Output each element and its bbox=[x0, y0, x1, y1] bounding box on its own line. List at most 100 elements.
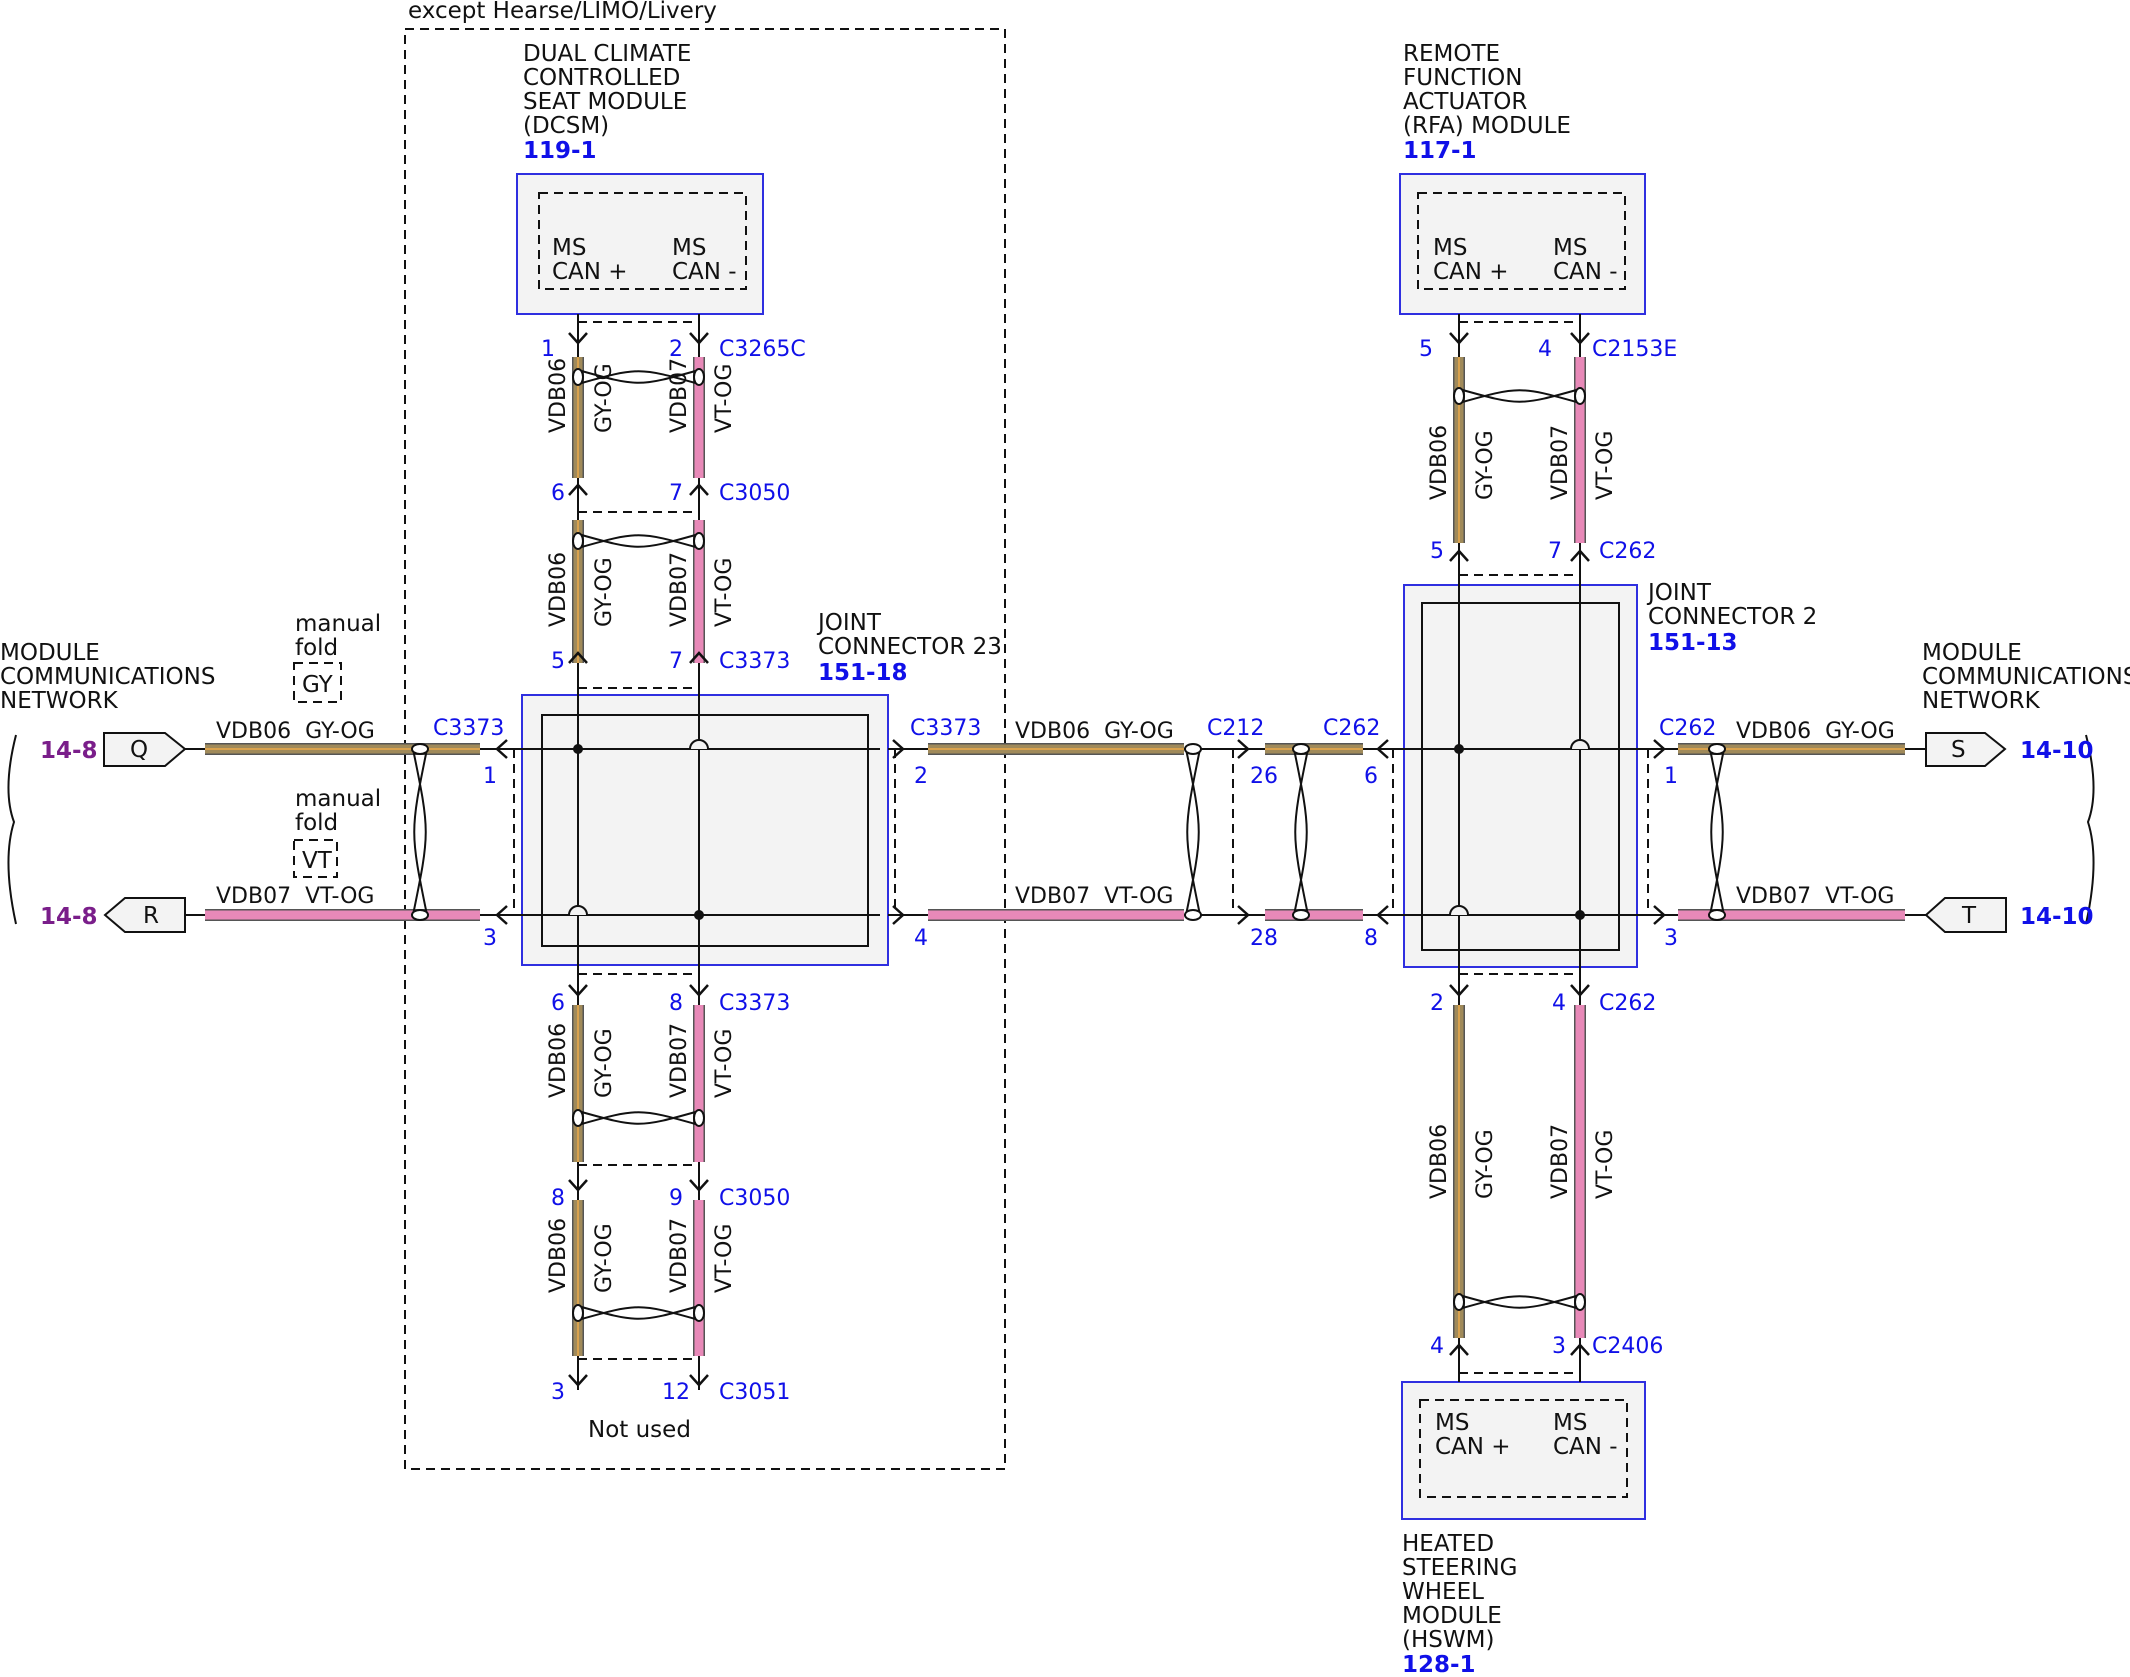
jc2-name-line-1: JOINT bbox=[1646, 580, 1712, 606]
twisted-pair bbox=[577, 369, 700, 384]
joint-connector-2: JOINT CONNECTOR 2 151-13 bbox=[1403, 580, 1817, 968]
network-right-ref-s[interactable]: 14-10 bbox=[2020, 738, 2094, 764]
wire-label-vt-og: VT-OG bbox=[712, 364, 737, 433]
rfa-hswm-wire-labels: VDB06 GY-OG VDB07 VT-OG VDB06 GY-OG VDB0… bbox=[1427, 425, 1618, 1199]
twisted-pair-end bbox=[1453, 387, 1465, 405]
connector-arrow-up bbox=[568, 651, 588, 664]
twisted-pair bbox=[1186, 748, 1201, 916]
connector-arrow-left bbox=[495, 905, 508, 925]
wire-label-vt-og: VT-OG bbox=[712, 1224, 737, 1293]
pin-3: 3 bbox=[1552, 1334, 1566, 1359]
connector-brackets bbox=[513, 321, 1649, 1374]
twisted-pair-end bbox=[572, 368, 584, 386]
wire-label-vt-og: VT-OG bbox=[1593, 1130, 1618, 1199]
twisted-pair-end bbox=[411, 743, 429, 755]
network-left-ref-q[interactable]: 14-8 bbox=[40, 738, 98, 764]
network-right-title-line-1: MODULE bbox=[1922, 640, 2022, 666]
flag-r[interactable] bbox=[103, 897, 186, 933]
pin-1: 1 bbox=[483, 764, 497, 789]
twisted-pair-end bbox=[1292, 743, 1310, 755]
network-left-title-line-3: NETWORK bbox=[0, 688, 119, 714]
twisted-pair-end bbox=[1708, 743, 1726, 755]
rfa-module: REMOTE FUNCTION ACTUATOR (RFA) MODULE 11… bbox=[1399, 41, 1646, 315]
wire-label-vt-og: VT-OG bbox=[1593, 431, 1618, 500]
dcsm-pin-b-line-1: MS bbox=[672, 235, 706, 261]
hswm-pin-b-line-1: MS bbox=[1553, 1410, 1587, 1436]
jc23-ref: 151-18 bbox=[818, 660, 908, 686]
pin-3: 3 bbox=[551, 1380, 565, 1405]
pin-6: 6 bbox=[551, 991, 565, 1016]
wire-label-vdb06: VDB06 bbox=[546, 552, 571, 627]
connector-arrow-down bbox=[568, 1179, 588, 1192]
manual-fold-gy-code: GY bbox=[302, 672, 334, 698]
hswm-name-line-3: WHEEL bbox=[1402, 1579, 1484, 1605]
pin-5: 5 bbox=[1430, 539, 1444, 564]
wire-label-vdb06: VDB06 bbox=[1427, 425, 1452, 500]
manual-fold-vt: manual fold VT bbox=[293, 786, 381, 878]
manual-fold-gy: manual fold GY bbox=[293, 611, 381, 703]
twisted-pair-end bbox=[572, 532, 584, 550]
pin-26: 26 bbox=[1250, 764, 1278, 789]
network-right-title-line-2: COMMUNICATIONS bbox=[1922, 664, 2130, 690]
connector-c3373-right: C3373 bbox=[910, 716, 981, 741]
flag-t-label: T bbox=[1961, 903, 1977, 929]
twisted-pair bbox=[577, 1111, 700, 1126]
not-used-label: Not used bbox=[588, 1417, 691, 1443]
connector-arrow-right bbox=[1237, 739, 1250, 759]
wire-label-vdb07-vt-og-right: VDB07 VT-OG bbox=[1736, 884, 1894, 909]
connector-arrow-down bbox=[1570, 332, 1590, 345]
variant-label: except Hearse/LIMO/Livery bbox=[408, 0, 717, 24]
wire-label-vdb06-gy-og-right: VDB06 GY-OG bbox=[1736, 719, 1895, 744]
network-right: MODULE COMMUNICATIONS NETWORK 14-10 14-1… bbox=[1922, 640, 2130, 933]
wire-label-vdb07: VDB07 bbox=[667, 1023, 692, 1098]
horizontal-wires bbox=[185, 743, 1926, 921]
rfa-name-line-2: FUNCTION bbox=[1403, 65, 1522, 91]
network-right-ref-t[interactable]: 14-10 bbox=[2020, 904, 2094, 930]
connector-arrow-right bbox=[892, 739, 905, 759]
network-right-title-line-3: NETWORK bbox=[1922, 688, 2041, 714]
connector-arrow-down bbox=[689, 332, 709, 345]
connector-c212: C212 bbox=[1207, 716, 1264, 741]
flag-s[interactable] bbox=[1925, 732, 2007, 767]
flag-q[interactable] bbox=[103, 732, 187, 767]
horizontal-wire-labels: VDB06 GY-OG VDB07 VT-OG VDB06 GY-OG VDB0… bbox=[216, 719, 1895, 909]
hswm-pin-a-line-1: MS bbox=[1435, 1410, 1469, 1436]
wire-label-vdb07: VDB07 bbox=[1548, 1124, 1573, 1199]
network-left-title-line-1: MODULE bbox=[0, 640, 100, 666]
network-left-ref-r[interactable]: 14-8 bbox=[40, 904, 98, 930]
wire-label-vdb07-vt-og-left: VDB07 VT-OG bbox=[216, 884, 374, 909]
connector-arrow-right bbox=[892, 905, 905, 925]
flag-t[interactable] bbox=[1924, 897, 2007, 933]
dcsm-name-line-4: (DCSM) bbox=[523, 113, 609, 139]
connector-arrow-down bbox=[568, 1374, 588, 1387]
hswm-pin-b-line-2: CAN - bbox=[1553, 1434, 1618, 1460]
dcsm-pin-a-line-2: CAN + bbox=[552, 259, 628, 285]
dcsm-box bbox=[516, 173, 764, 315]
dcsm-name-line-3: SEAT MODULE bbox=[523, 89, 687, 115]
connector-arrow-up bbox=[689, 651, 709, 664]
pin-2: 2 bbox=[1430, 991, 1444, 1016]
hswm-ref: 128-1 bbox=[1402, 1652, 1476, 1677]
connector-arrow-right bbox=[1653, 905, 1666, 925]
wire-label-vdb06: VDB06 bbox=[1427, 1124, 1452, 1199]
rfa-inner bbox=[1417, 192, 1626, 290]
connector-arrow-up bbox=[689, 483, 709, 496]
flag-q-label: Q bbox=[130, 737, 148, 763]
pin-7: 7 bbox=[669, 649, 683, 674]
rfa-pin-b-line-1: MS bbox=[1553, 235, 1587, 261]
connector-c3373-bottom: C3373 bbox=[719, 991, 790, 1016]
twisted-pair-end bbox=[1708, 909, 1726, 921]
twisted-pair-end bbox=[411, 909, 429, 921]
dcsm-pin-b-line-2: CAN - bbox=[672, 259, 737, 285]
connector-arrow-down bbox=[689, 1374, 709, 1387]
jc2-inner bbox=[1421, 602, 1620, 951]
connector-arrow-down bbox=[1449, 984, 1469, 997]
connector-arrow-down bbox=[568, 984, 588, 997]
network-right-brace bbox=[2085, 734, 2095, 925]
pin-4: 4 bbox=[914, 926, 928, 951]
joint-connector-23: JOINT CONNECTOR 23 151-18 bbox=[521, 610, 1002, 966]
pin-1: 1 bbox=[541, 337, 555, 362]
flag-r-label: R bbox=[143, 903, 159, 929]
connector-arrow-up bbox=[1570, 549, 1590, 562]
pin-8: 8 bbox=[1364, 926, 1378, 951]
